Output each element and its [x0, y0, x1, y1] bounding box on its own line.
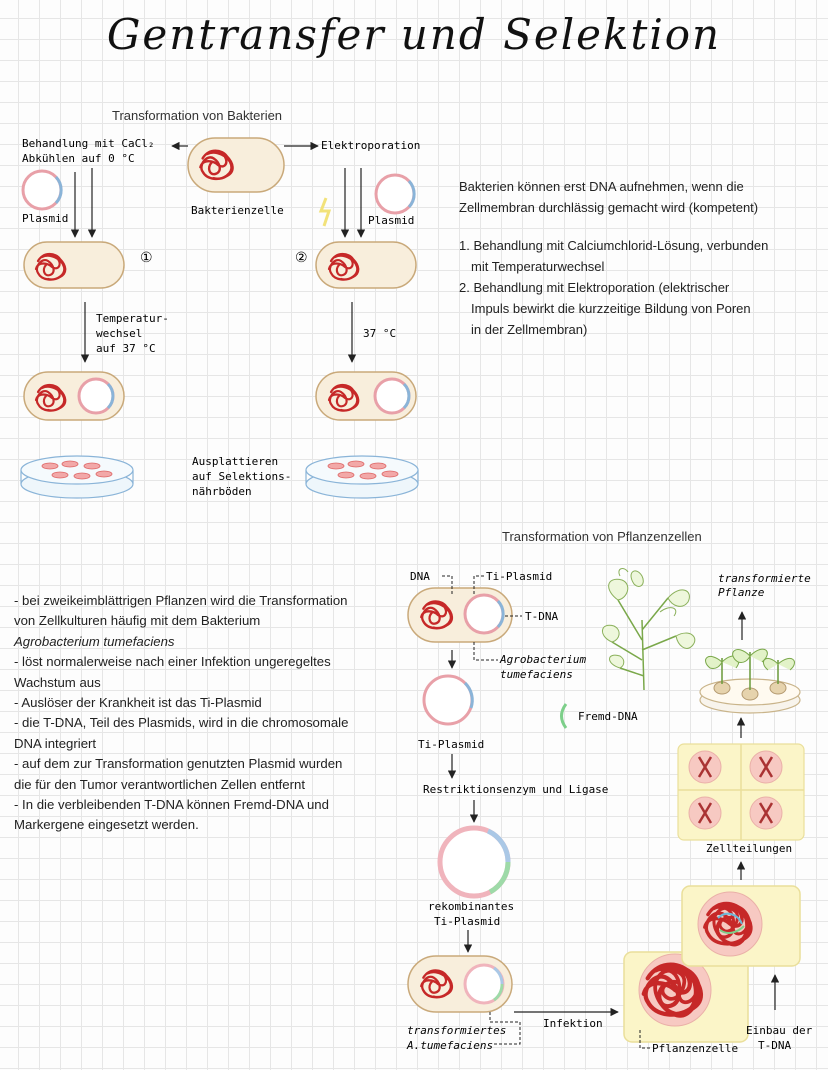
list-line: - die T-DNA, Teil des Plasmids, wird in …: [14, 715, 349, 731]
agro-label-2: tumefaciens: [500, 668, 573, 681]
infection-label: Infektion: [543, 1017, 603, 1030]
recomb-label-2: Ti-Plasmid: [434, 915, 500, 928]
info-item2-line3: in der Zellmembran): [471, 322, 588, 337]
agro-leader: [473, 642, 498, 661]
plating-label-1: Ausplattieren: [192, 455, 278, 468]
info-item2-line2: Impuls bewirkt die kurzzeitige Bildung v…: [471, 301, 751, 316]
plants-list: - bei zweikeimblättrigen Pflanzen wird d…: [14, 591, 404, 836]
plant-cell: [623, 951, 749, 1043]
bacterium-transformed-right: [315, 371, 417, 421]
transformed-agro-label-2: A.tumefaciens: [406, 1039, 493, 1052]
info-item1-line2: mit Temperaturwechsel: [471, 259, 605, 274]
plants-heading: Transformation von Pflanzenzellen: [502, 529, 702, 544]
list-line: Markergene eingesetzt werden.: [14, 817, 199, 833]
dna-label: DNA: [410, 570, 430, 583]
info-item1-line1: 1. Behandlung mit Calciumchlorid-Lösung,…: [459, 238, 769, 253]
plant-cell-integrated: [681, 885, 801, 967]
zellteilungen-label: Zellteilungen: [706, 842, 792, 855]
transformed-plant-label-2: Pflanze: [718, 586, 765, 599]
info-item2-line1: 2. Behandlung mit Elektroporation (elekt…: [459, 280, 730, 295]
list-line: von Zellkulturen häufig mit dem Bakteriu…: [14, 613, 261, 629]
step1-number: ①: [140, 250, 153, 266]
transformed-agrobacterium-cell: [407, 955, 513, 1013]
dna-leader: [442, 575, 453, 596]
bacteria-info: Bakterien können erst DNA aufnehmen, wen…: [459, 176, 824, 340]
list-line: die für den Tumor verantwortlichen Zelle…: [14, 776, 306, 792]
transformed-agro-leader: [489, 1012, 521, 1045]
temp-right-label: 37 °C: [363, 327, 396, 340]
method2-label: Elektroporation: [321, 139, 420, 152]
agrobacterium-cell: [407, 587, 513, 643]
list-line: Agrobacterium tumefaciens: [14, 633, 175, 649]
page-title: Gentransfer und Selektion: [106, 10, 722, 59]
list-line: Wachstum aus: [14, 674, 101, 690]
plating-label-2: auf Selektions-: [192, 470, 291, 483]
fremd-dna-icon: [560, 703, 568, 729]
info-intro-line1: Bakterien können erst DNA aufnehmen, wen…: [459, 179, 744, 194]
plant-cell-label: Pflanzenzelle: [652, 1042, 738, 1055]
ti-plasmid-label: Ti-Plasmid: [486, 570, 552, 583]
recombinant-plasmid-icon: [437, 825, 511, 899]
list-line: DNA integriert: [14, 735, 97, 751]
info-intro-line2: Zellmembran durchlässig gemacht wird (ko…: [459, 200, 759, 215]
enzyme-label: Restriktionsenzym und Ligase: [423, 783, 608, 796]
tdna-label: T-DNA: [525, 610, 558, 623]
plasmid-right-icon: [374, 173, 416, 215]
list-line: - auf dem zur Transformation genutzten P…: [14, 756, 343, 772]
bacterium-cell-center: [187, 137, 285, 193]
temp-label-3: auf 37 °C: [96, 342, 156, 355]
transformed-plant-icon: [602, 568, 696, 691]
ti-plasmid-leader: [473, 575, 484, 596]
bacterium-transformed-left: [23, 371, 125, 421]
agro-label-1: Agrobacterium: [499, 653, 586, 666]
list-line: - bei zweikeimblättrigen Pflanzen wird d…: [14, 593, 348, 608]
method1-label-2: Abkühlen auf 0 °C: [22, 152, 135, 165]
ti-plasmid-label2: Ti-Plasmid: [418, 738, 484, 751]
petri-dish-right: [305, 455, 419, 499]
temp-label-1: Temperatur-: [96, 312, 169, 325]
plantlets-dish: [699, 648, 801, 714]
plant-cell-leader: [639, 1030, 650, 1049]
transformed-plant-label-1: transformierte: [718, 572, 811, 585]
bacteria-heading: Transformation von Bakterien: [112, 108, 283, 123]
plasmid-left-label: Plasmid: [22, 212, 68, 225]
ti-plasmid-icon: [422, 674, 474, 726]
einbau-label-1: Einbau der: [746, 1024, 813, 1037]
method1-label-1: Behandlung mit CaCl₂: [22, 137, 154, 150]
plasmid-right-label: Plasmid: [368, 214, 414, 227]
einbau-label-2: T-DNA: [758, 1039, 791, 1052]
transformed-agro-label-1: transformiertes: [407, 1024, 506, 1037]
cell-division-grid: [677, 743, 805, 841]
step2-number: ②: [295, 250, 308, 266]
cell-label: Bakterienzelle: [191, 204, 284, 217]
fremd-dna-label: Fremd-DNA: [578, 710, 638, 723]
petri-dish-left: [20, 455, 134, 499]
list-line: - In die verbleibenden T-DNA können Frem…: [14, 797, 329, 813]
bacterium-cell-step1: [23, 241, 125, 289]
list-line: - Auslöser der Krankheit ist das Ti-Plas…: [14, 695, 262, 711]
temp-label-2: wechsel: [96, 327, 142, 340]
plating-label-3: nährböden: [192, 485, 252, 498]
recomb-label-1: rekombinantes: [428, 900, 514, 913]
plasmid-left-icon: [21, 169, 63, 211]
lightning-icon: [318, 197, 332, 227]
bacterium-cell-step2: [315, 241, 417, 289]
list-line: - löst normalerweise nach einer Infektio…: [14, 654, 331, 670]
